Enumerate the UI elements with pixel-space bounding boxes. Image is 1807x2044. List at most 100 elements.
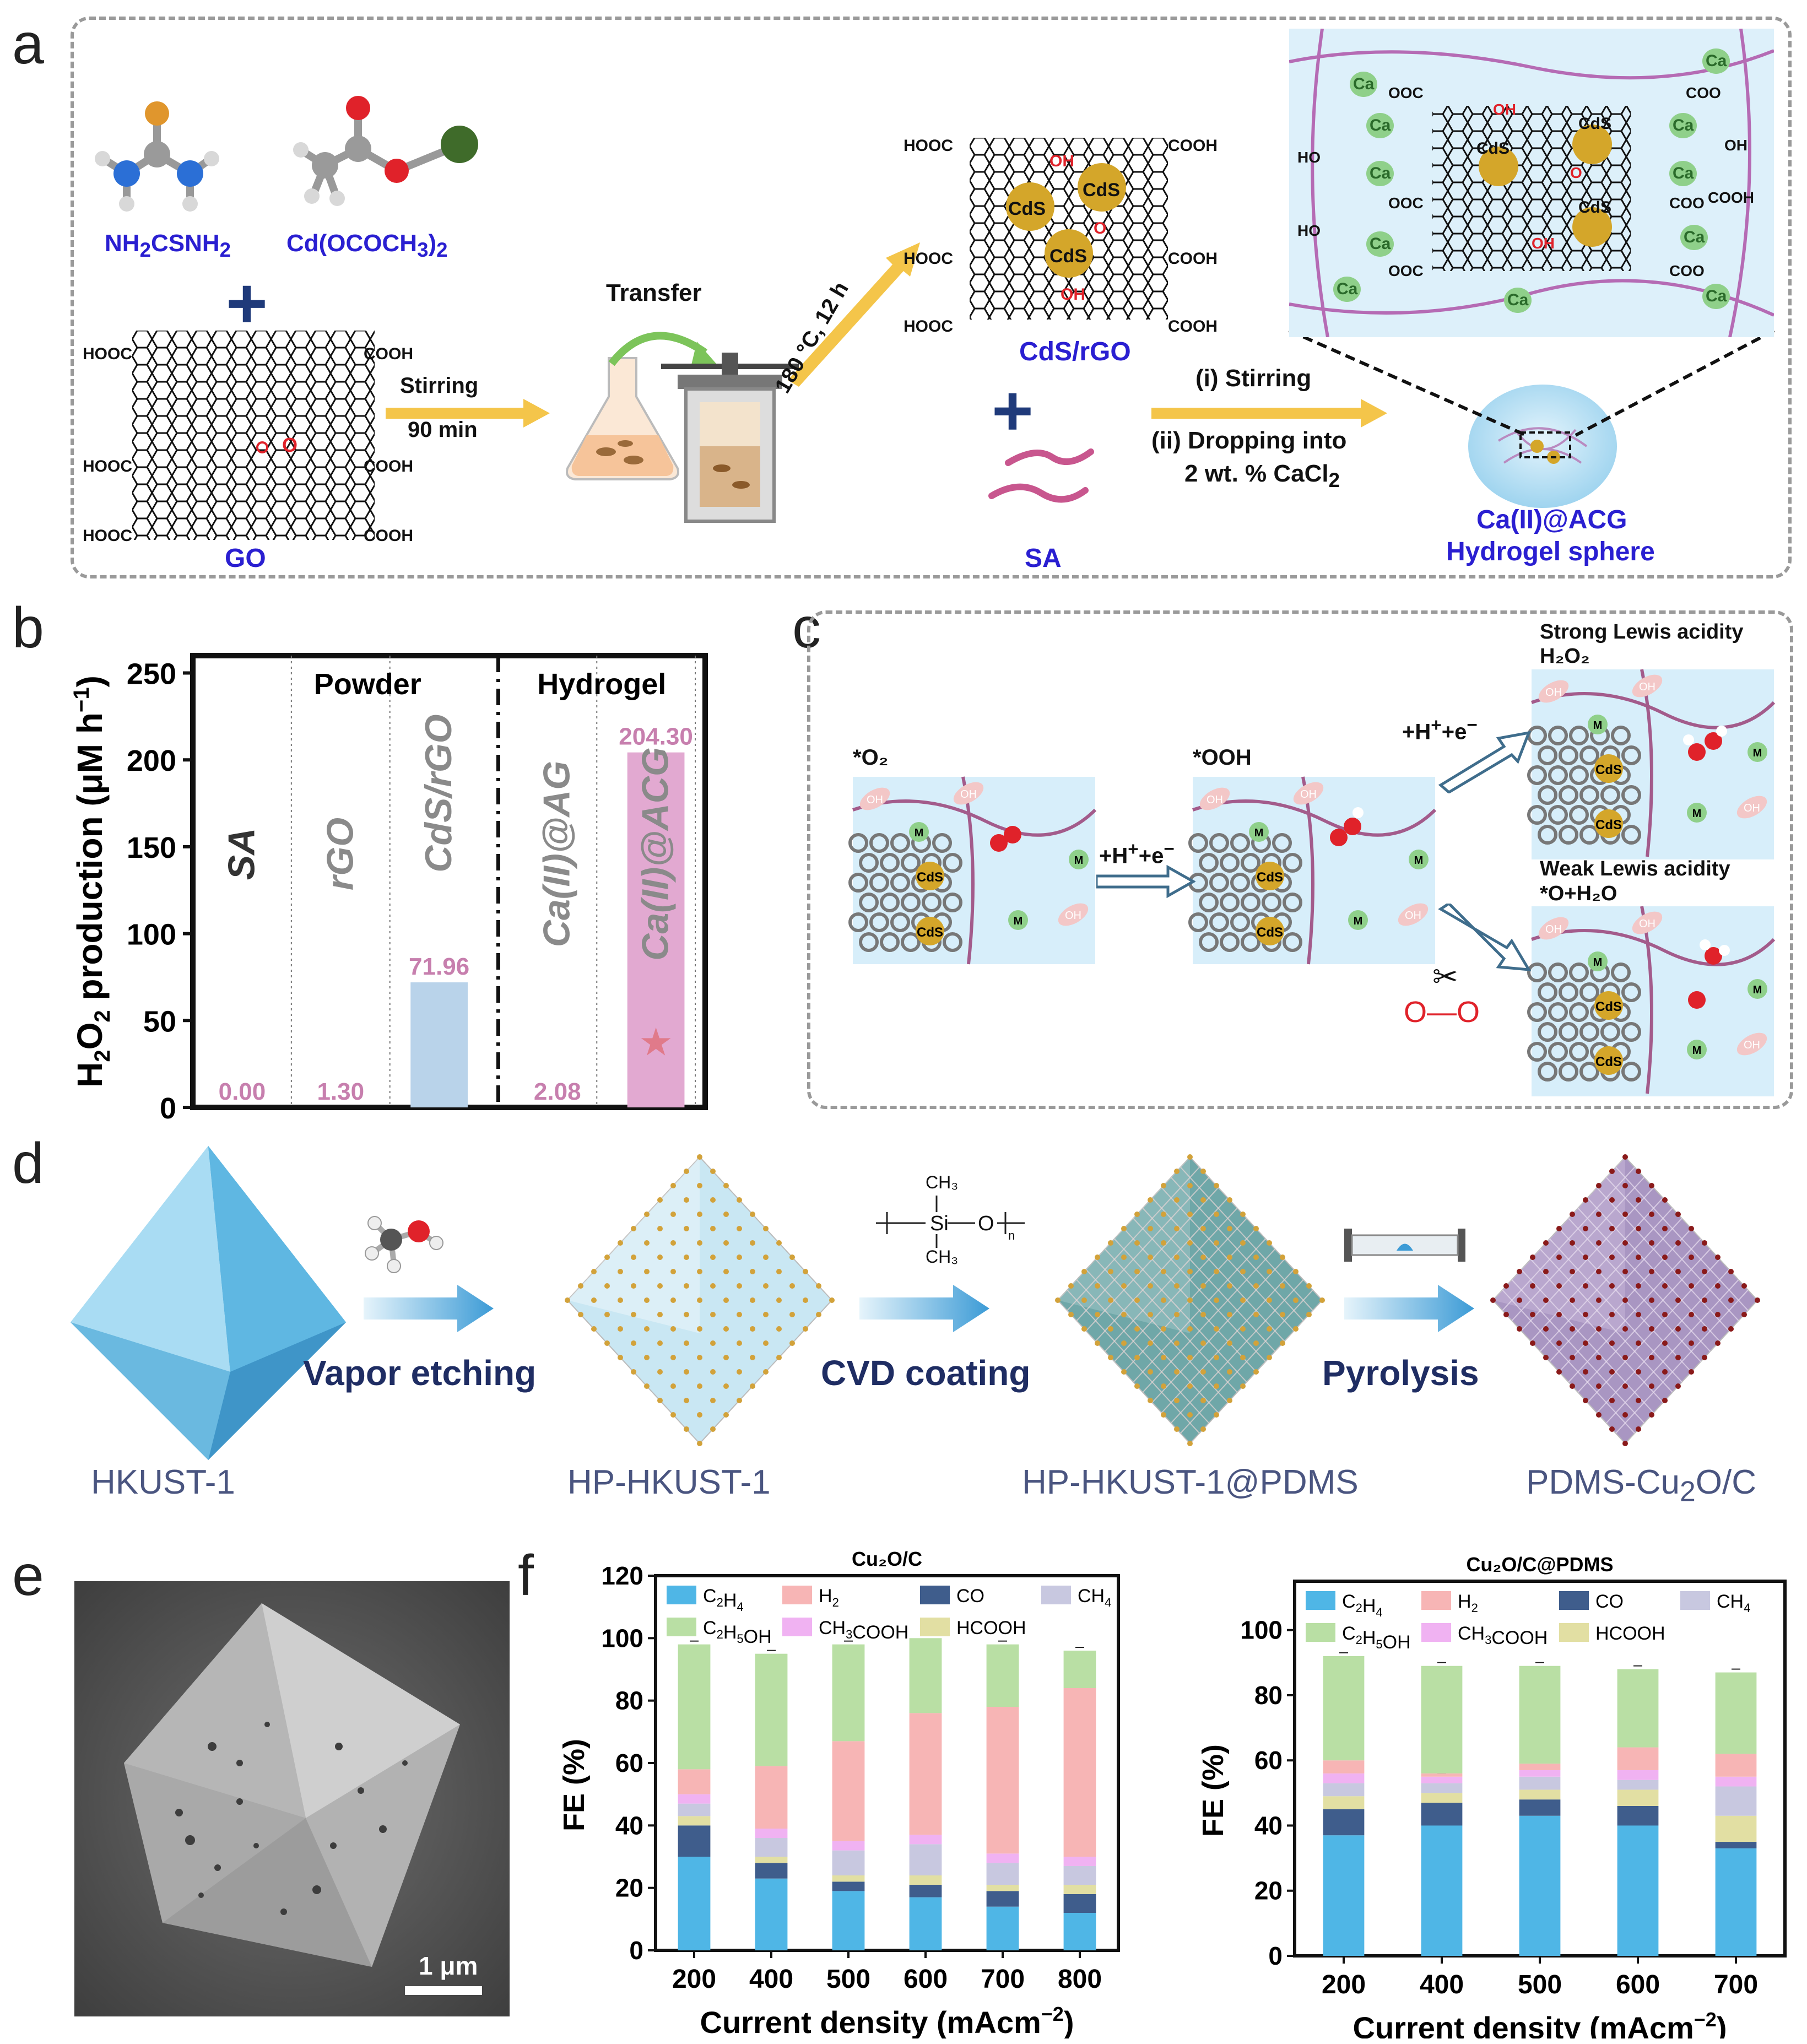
lattice-node bbox=[1200, 1340, 1206, 1346]
cds-rgo-oh-2: OH bbox=[1061, 285, 1085, 304]
lattice-node bbox=[1583, 1197, 1588, 1203]
lattice-node bbox=[684, 1426, 689, 1432]
acg-network-structure bbox=[1289, 29, 1774, 337]
lattice-node bbox=[697, 1154, 702, 1160]
graphene-ring bbox=[1579, 745, 1599, 765]
lattice-node bbox=[578, 1283, 583, 1289]
graphene-ring bbox=[1209, 912, 1229, 932]
lattice-node bbox=[1543, 1240, 1549, 1246]
mesh-line bbox=[1568, 1238, 1701, 1383]
lattice-node bbox=[670, 1355, 676, 1360]
lattice-node bbox=[1161, 1326, 1166, 1332]
lattice-node bbox=[604, 1312, 610, 1317]
graphene-ring bbox=[1579, 825, 1599, 845]
mesh-line bbox=[1530, 1259, 1664, 1403]
lattice-node bbox=[1280, 1254, 1285, 1260]
lattice-node bbox=[1161, 1269, 1166, 1274]
x-tick-label: 400 bbox=[1420, 1970, 1464, 1999]
graphene-ring bbox=[869, 873, 889, 893]
hydroxyl-label: OH bbox=[1744, 1039, 1760, 1051]
mesh-line bbox=[1142, 1248, 1276, 1393]
lattice-node bbox=[1689, 1283, 1694, 1289]
lattice-node bbox=[1702, 1240, 1707, 1246]
graphene-ring bbox=[1241, 932, 1260, 952]
graphene-ring bbox=[1188, 833, 1208, 853]
oxygen-atom bbox=[1688, 991, 1706, 1009]
graphene-ring bbox=[1283, 893, 1302, 912]
cds-label: CdS bbox=[1595, 818, 1622, 832]
graphene-ring bbox=[1527, 765, 1547, 785]
stack-segment bbox=[1519, 1666, 1561, 1764]
lattice-node bbox=[776, 1297, 782, 1303]
graphene-ring bbox=[869, 833, 889, 853]
legend-label: CH4 bbox=[1717, 1591, 1750, 1615]
metal-site bbox=[1008, 910, 1028, 930]
stirring-label: Stirring bbox=[400, 374, 479, 398]
lattice-node bbox=[723, 1183, 729, 1188]
y-tick-label: 40 bbox=[1254, 1811, 1283, 1840]
lattice-node bbox=[697, 1212, 702, 1217]
lattice-node bbox=[1662, 1312, 1668, 1317]
lattice-node bbox=[710, 1197, 716, 1203]
cds-label: CdS bbox=[1595, 763, 1622, 777]
lattice-node bbox=[1728, 1269, 1734, 1274]
lattice-node bbox=[631, 1226, 636, 1231]
bar-value-label: 0.00 bbox=[219, 1078, 266, 1105]
graphene-ring bbox=[880, 893, 900, 912]
graphene-ring bbox=[1209, 833, 1229, 853]
lattice-node bbox=[1253, 1283, 1259, 1289]
stack-segment bbox=[678, 1794, 711, 1804]
stack-segment bbox=[1519, 1799, 1561, 1816]
stack-segment bbox=[1519, 1776, 1561, 1790]
stack-segment bbox=[755, 1863, 788, 1879]
lattice-node bbox=[1662, 1369, 1668, 1375]
y-axis-label: FE (%) bbox=[562, 1739, 591, 1831]
graphene-ring bbox=[1600, 785, 1620, 805]
lattice-node bbox=[644, 1240, 650, 1246]
graphene-ring bbox=[943, 932, 962, 952]
lattice-node bbox=[618, 1355, 623, 1360]
step2-arrow-up-icon bbox=[1438, 731, 1531, 793]
stack-segment bbox=[1715, 1842, 1757, 1848]
lattice-node bbox=[657, 1226, 663, 1231]
lattice-node bbox=[710, 1226, 716, 1231]
graphene-ring bbox=[1548, 805, 1568, 825]
lattice-node bbox=[1622, 1355, 1628, 1360]
stack-segment bbox=[1617, 1669, 1659, 1748]
legend-swatch bbox=[782, 1586, 812, 1604]
graphene-ring bbox=[890, 873, 910, 893]
graphene-ring bbox=[859, 853, 879, 873]
lattice-node bbox=[1081, 1297, 1087, 1303]
graphene-ring bbox=[1188, 912, 1208, 932]
lattice-node bbox=[1662, 1226, 1668, 1231]
lattice-node bbox=[1121, 1369, 1127, 1375]
stack-segment bbox=[1323, 1835, 1365, 1956]
lattice-node bbox=[710, 1398, 716, 1403]
group-label-hydrogel: Hydrogel bbox=[537, 668, 666, 701]
x-tick-label: 200 bbox=[1322, 1970, 1366, 1999]
lattice-node bbox=[684, 1369, 689, 1375]
step2-arrow-down-icon bbox=[1438, 904, 1532, 971]
hydroxyl-site bbox=[1736, 796, 1767, 819]
pdms-formula-icon bbox=[876, 1196, 1025, 1248]
acg-ca-4: Ca bbox=[1669, 113, 1697, 138]
stack-segment bbox=[1063, 1885, 1096, 1894]
lattice-node bbox=[697, 1269, 702, 1274]
acg-ca-10: Ca bbox=[1504, 288, 1532, 313]
oxygen-atom bbox=[1344, 818, 1361, 835]
acg-coo-2: COO bbox=[1669, 194, 1705, 212]
metal-site bbox=[1588, 715, 1608, 734]
lattice-node bbox=[1240, 1212, 1246, 1217]
graphene-ring bbox=[901, 893, 921, 912]
hydroxyl-site bbox=[1199, 787, 1230, 810]
go-cooh-2: COOH bbox=[364, 457, 413, 475]
lattice-node bbox=[723, 1269, 729, 1274]
lattice-node bbox=[1530, 1340, 1535, 1346]
lattice-node bbox=[1675, 1212, 1681, 1217]
y-tick-label: 0 bbox=[629, 1936, 643, 1965]
lattice-node bbox=[1517, 1326, 1522, 1332]
lattice-node bbox=[1134, 1212, 1140, 1217]
cds-rgo-cds-1: CdS bbox=[1008, 198, 1046, 219]
